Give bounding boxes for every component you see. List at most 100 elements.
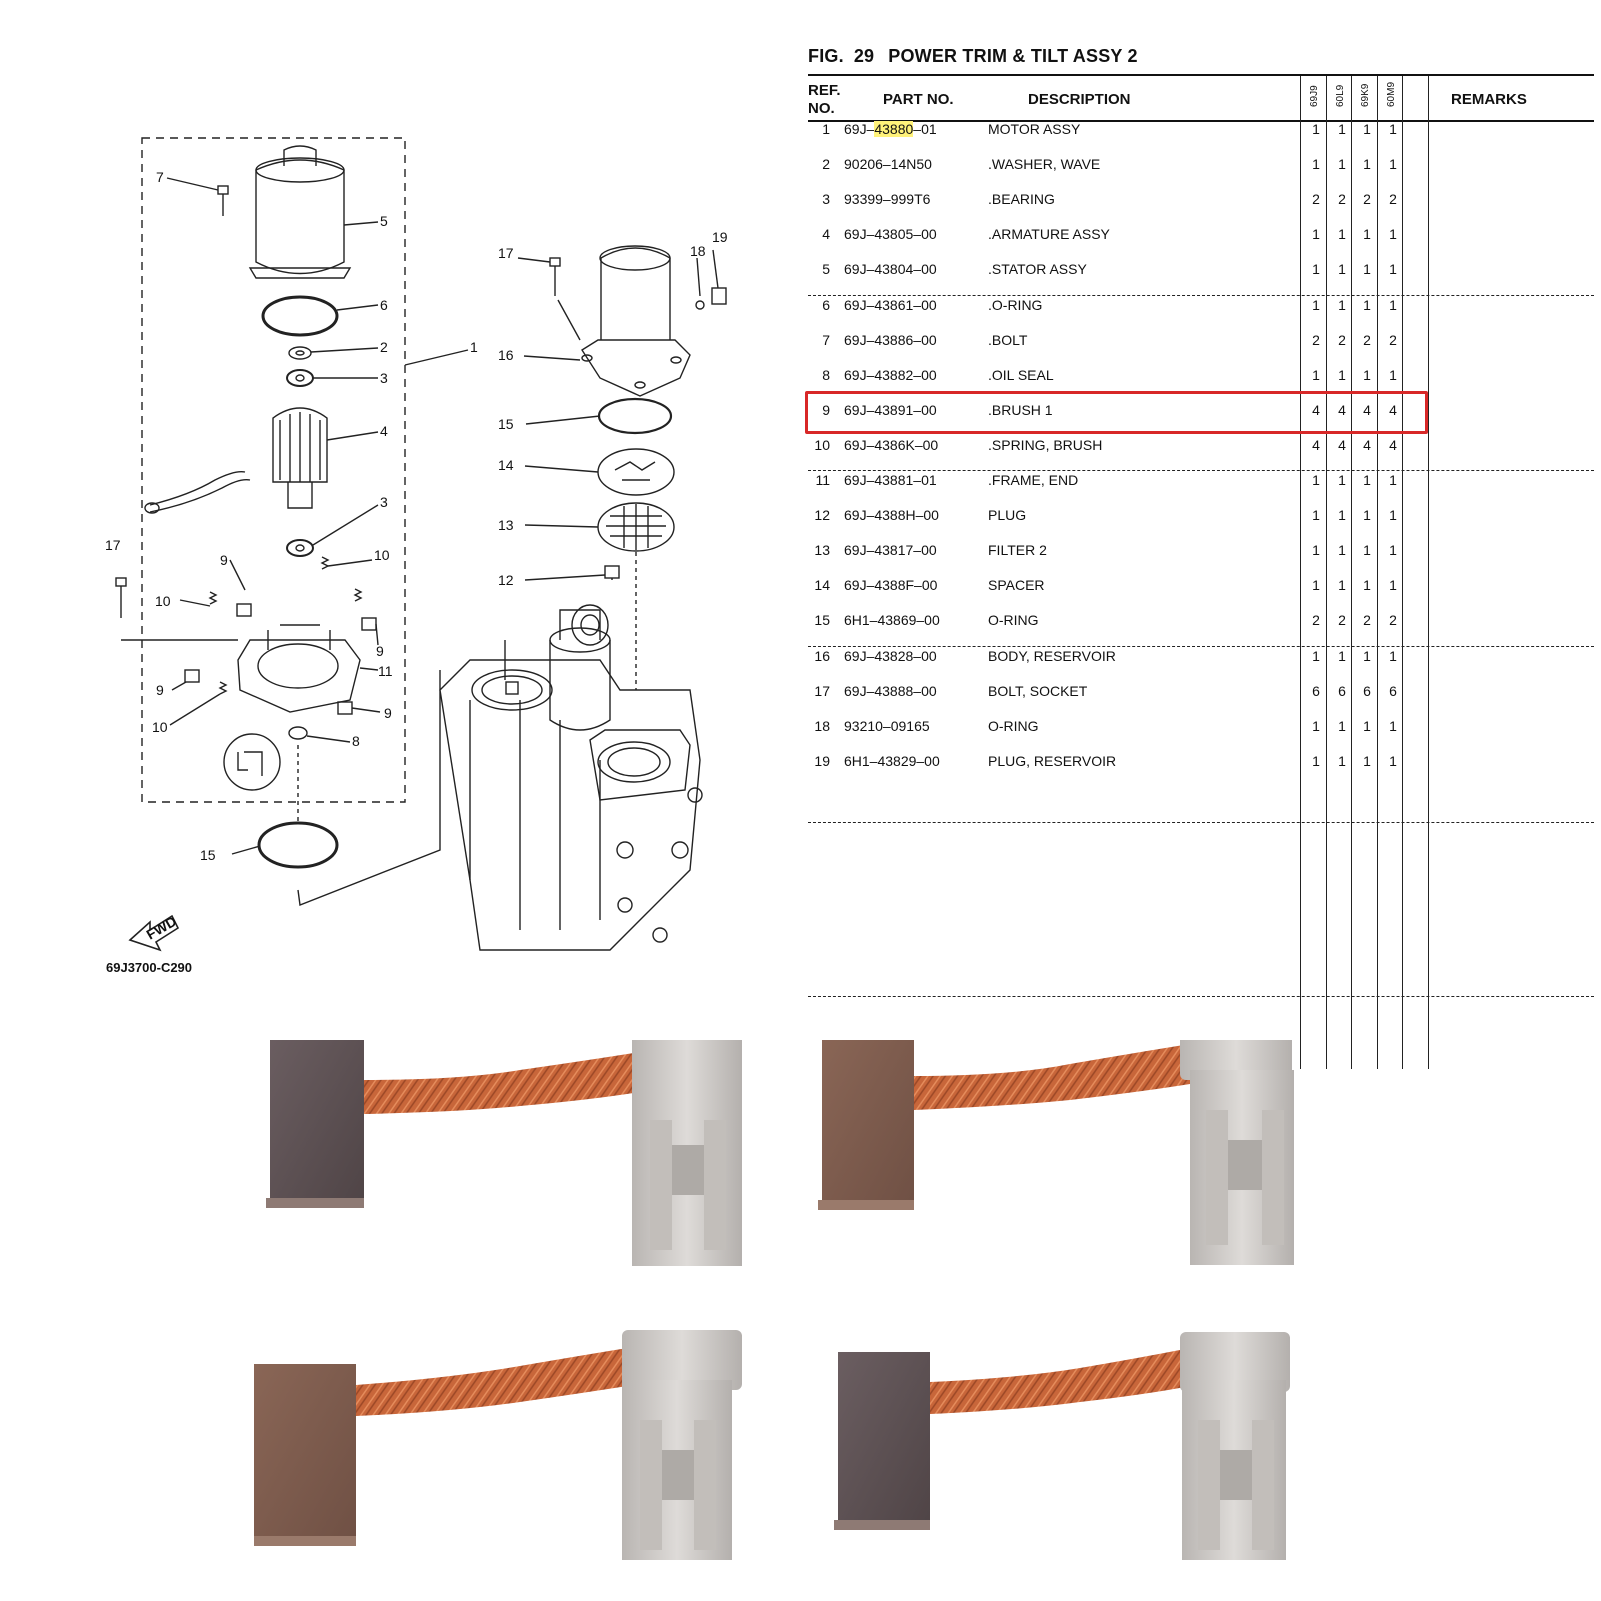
quantity-cell: 1	[1363, 366, 1371, 383]
quantity-cell: 2	[1363, 331, 1371, 348]
callout-18: 18	[690, 243, 706, 259]
part-description: .WASHER, WAVE	[988, 156, 1101, 173]
figure-name: POWER TRIM & TILT ASSY 2	[888, 46, 1138, 66]
quantity-cell: 1	[1312, 261, 1320, 278]
header-remarks: REMARKS	[1451, 91, 1527, 108]
column-divider	[1428, 76, 1429, 1069]
part-number-segment: 6H1–43829–00	[844, 752, 940, 769]
part-number-segment: 69J–43888–00	[844, 682, 937, 699]
quantity-cell: 4	[1312, 401, 1320, 418]
quantity-cell: 1	[1312, 156, 1320, 173]
ref-number: 14	[814, 577, 830, 594]
quantity-cell: 1	[1363, 647, 1371, 664]
ref-number: 7	[822, 331, 830, 348]
callout-17b: 17	[498, 245, 514, 261]
brush-photo-3	[254, 1330, 742, 1560]
product-photos	[254, 1040, 1294, 1560]
figure-number: 29	[853, 46, 875, 66]
column-divider	[1326, 76, 1327, 1069]
callout-15a: 15	[200, 847, 216, 863]
ref-number: 6	[822, 296, 830, 313]
quantity-cell: 2	[1389, 612, 1397, 629]
ref-number: 2	[822, 156, 830, 173]
ref-number: 1	[822, 121, 830, 137]
header-bottom-rule	[808, 120, 1594, 122]
quantity-cell: 1	[1338, 647, 1346, 664]
part-description: .OIL SEAL	[988, 366, 1054, 383]
brush-photo-1	[266, 1040, 742, 1266]
quantity-cell: 1	[1312, 296, 1320, 313]
quantity-cell: 4	[1363, 401, 1371, 418]
callout-9c: 9	[156, 682, 164, 698]
callout-11: 11	[378, 663, 393, 679]
quantity-cell: 1	[1363, 261, 1371, 278]
callout-9b: 9	[376, 643, 384, 659]
quantity-cell: 4	[1389, 436, 1397, 453]
quantity-cell: 1	[1389, 156, 1397, 173]
quantity-cell: 1	[1363, 717, 1371, 734]
part-number-highlight: 43880	[874, 121, 914, 137]
quantity-cell: 1	[1363, 507, 1371, 524]
part-number: 69J–43881–01	[844, 472, 937, 488]
quantity-cell: 1	[1363, 156, 1371, 173]
column-divider	[1351, 76, 1352, 1069]
quantity-cell: 1	[1363, 542, 1371, 559]
quantity-cell: 1	[1312, 226, 1320, 243]
quantity-cell: 4	[1338, 436, 1346, 453]
part-description: O-RING	[988, 717, 1039, 734]
quantity-cell: 2	[1338, 612, 1346, 629]
quantity-cell: 1	[1363, 296, 1371, 313]
callout-3a: 3	[380, 370, 388, 386]
quantity-cell: 1	[1363, 226, 1371, 243]
ref-number: 9	[822, 401, 830, 418]
part-description: PLUG	[988, 507, 1027, 524]
quantity-cell: 1	[1338, 542, 1346, 559]
header-ref: REF. NO.	[808, 82, 841, 118]
quantity-cell: 6	[1338, 682, 1346, 699]
part-number-segment: 93210–09165	[844, 717, 930, 734]
header-model-2: 60L9	[1335, 84, 1346, 107]
ref-number: 13	[814, 542, 830, 559]
quantity-cell: 1	[1338, 296, 1346, 313]
part-number-segment: 69J–43804–00	[844, 261, 937, 278]
callout-6: 6	[380, 297, 388, 313]
quantity-cell: 1	[1312, 507, 1320, 524]
header-ref-line1: REF.	[808, 82, 841, 99]
diagram-code: 69J3700-C290	[106, 960, 192, 975]
quantity-cell: 2	[1312, 191, 1320, 208]
part-number: 69J–4386K–00	[844, 437, 938, 453]
quantity-cell: 1	[1338, 717, 1346, 734]
brush-photo-4	[834, 1332, 1290, 1560]
group-separator	[808, 996, 1594, 997]
part-description: .FRAME, END	[988, 472, 1079, 488]
part-number: 6H1–43829–00	[844, 753, 940, 769]
part-description: SPACER	[988, 577, 1045, 594]
fwd-arrow-icon: FWD	[128, 913, 179, 952]
quantity-cell: 2	[1312, 331, 1320, 348]
quantity-cell: 1	[1389, 366, 1397, 383]
part-number: 69J–43861–00	[844, 297, 937, 313]
ref-number: 15	[814, 612, 830, 629]
part-number-segment: 69J–4386K–00	[844, 436, 939, 453]
ref-number: 19	[814, 752, 830, 769]
